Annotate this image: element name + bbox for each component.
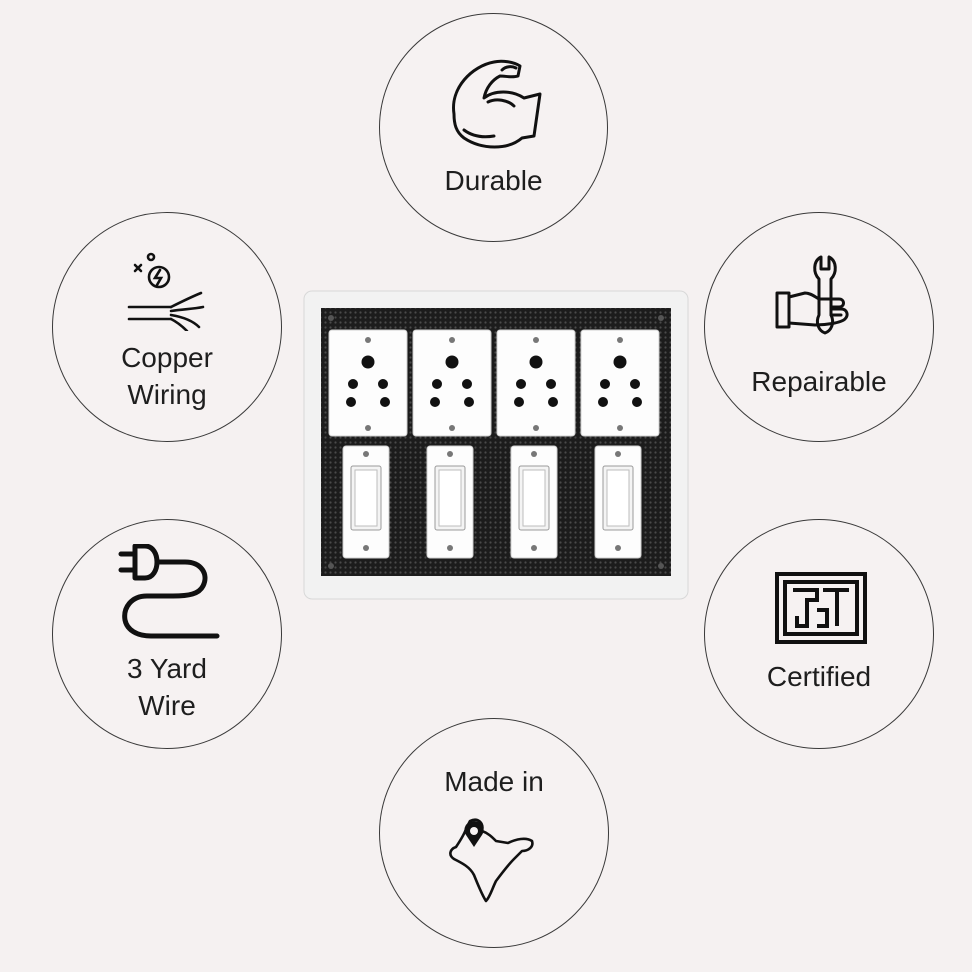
feature-3-yard-wire: 3 Yard Wire	[52, 519, 282, 749]
switch-module	[594, 445, 642, 559]
copper-wire-icon	[127, 252, 205, 331]
feature-certified: Certified	[704, 519, 934, 749]
feature-label: Repairable	[751, 366, 887, 397]
switch-module	[426, 445, 474, 559]
socket-module	[412, 329, 492, 437]
feature-label: Durable	[444, 165, 543, 196]
socket-module	[496, 329, 576, 437]
socket-module	[580, 329, 660, 437]
switch-module	[342, 445, 390, 559]
flexed-arm-icon	[452, 59, 542, 149]
feature-label: Wire	[138, 690, 196, 721]
feature-made-in: Made in	[379, 718, 609, 948]
feature-repairable: Repairable	[704, 212, 934, 442]
switch-module	[510, 445, 558, 559]
feature-label: 3 Yard	[127, 653, 207, 684]
india-map-pin-icon	[449, 818, 534, 903]
switch-board-image	[303, 290, 689, 600]
feature-label: Wiring	[127, 379, 207, 410]
plug-cord-icon	[118, 544, 220, 639]
socket-module	[328, 329, 408, 437]
feature-copper-wiring: Copper Wiring	[52, 212, 282, 442]
isi-mark-icon	[775, 572, 867, 644]
feature-label: Certified	[766, 661, 872, 692]
feature-label: Copper	[121, 342, 213, 373]
feature-label: Made in	[444, 766, 544, 797]
feature-durable: Durable	[379, 13, 608, 242]
wrench-hand-icon	[775, 255, 849, 335]
